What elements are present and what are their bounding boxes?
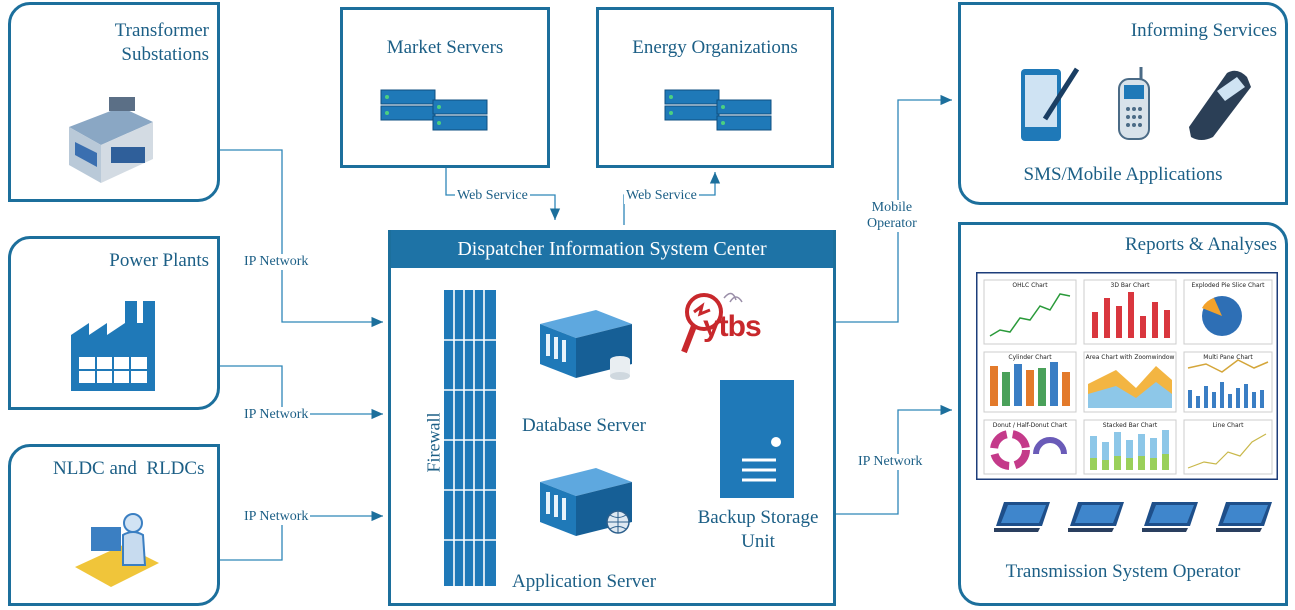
chart-title-exploded-pie: Exploded Pie Slice Chart	[1192, 282, 1266, 289]
chart-title-multi-pane: Multi Pane Chart	[1203, 354, 1253, 361]
power-plants-box: Power Plants	[8, 236, 220, 410]
laptops-icon	[994, 502, 1272, 532]
chart-title-cylinder: Cylinder Chart	[1008, 354, 1052, 361]
substation-building-icon	[69, 97, 153, 183]
chart-title-line: Line Chart	[1213, 422, 1245, 429]
server-rack-icon	[664, 89, 772, 131]
server-rack-icon	[380, 89, 488, 131]
chart-title-ohlc: OHLC Chart	[1012, 282, 1048, 289]
nldc-rldcs-title: NLDC and RLDCs	[53, 458, 205, 479]
database-server-icon	[540, 310, 632, 380]
market-servers-title: Market Servers	[386, 37, 504, 58]
application-server-icon	[540, 468, 632, 536]
informing-services-title: Informing Services	[1130, 20, 1277, 41]
mobile-operator-label: Mobile Operator	[865, 200, 919, 232]
reports-analyses-title: Reports & Analyses	[1125, 234, 1277, 255]
web-service-label-1: Web Service	[455, 188, 530, 204]
chart-title-3d-bar: 3D Bar Chart	[1111, 282, 1151, 289]
energy-organizations-box: Energy Organizations	[596, 7, 834, 168]
dispatcher-center-header: Dispatcher Information System Center	[391, 230, 833, 268]
firewall-icon	[444, 290, 496, 586]
ip-network-label-1: IP Network	[242, 254, 311, 270]
ytbs-logo-icon	[681, 292, 743, 354]
database-server-label: Database Server	[522, 415, 646, 436]
ip-network-label-4: IP Network	[856, 454, 925, 470]
factory-icon	[71, 301, 155, 391]
tablet-pen-icon	[1021, 67, 1080, 141]
chart-title-stacked-bar: Stacked Bar Chart	[1103, 422, 1158, 429]
energy-organizations-title: Energy Organizations	[632, 37, 798, 58]
chart-title-area-zoom: Area Chart with Zoomwindow	[1086, 354, 1175, 361]
ip-network-label-2: IP Network	[242, 407, 311, 423]
ytbs-logo-text: ytbs	[703, 310, 762, 343]
market-servers-box: Market Servers	[340, 7, 550, 168]
backup-storage-label: Backup Storage Unit	[697, 507, 819, 552]
chart-gallery-icon: OHLC Chart 3D Bar Chart Exploded Pie Sli…	[976, 272, 1278, 480]
chart-title-donut: Donut / Half-Donut Chart	[993, 422, 1068, 429]
firewall-label: Firewall	[423, 412, 444, 472]
transformer-substations-title: Transformer Substations	[114, 20, 209, 65]
ip-network-label-3: IP Network	[242, 509, 311, 525]
mobile-phone-icon	[1118, 67, 1150, 140]
web-service-label-2: Web Service	[624, 188, 699, 204]
transformer-substations-box: Transformer Substations	[8, 2, 220, 202]
power-plants-title: Power Plants	[109, 250, 209, 271]
nldc-rldcs-box: NLDC and RLDCs	[8, 444, 220, 606]
tso-title: Transmission System Operator	[1005, 561, 1241, 582]
cellphone-icon	[1189, 70, 1251, 140]
informing-services-box: Informing Services SMS/Mobile Applicatio…	[958, 2, 1288, 205]
backup-storage-icon	[720, 380, 794, 498]
application-server-label: Application Server	[512, 571, 657, 592]
operator-workstation-icon	[75, 513, 159, 587]
sms-mobile-title: SMS/Mobile Applications	[1023, 164, 1223, 185]
